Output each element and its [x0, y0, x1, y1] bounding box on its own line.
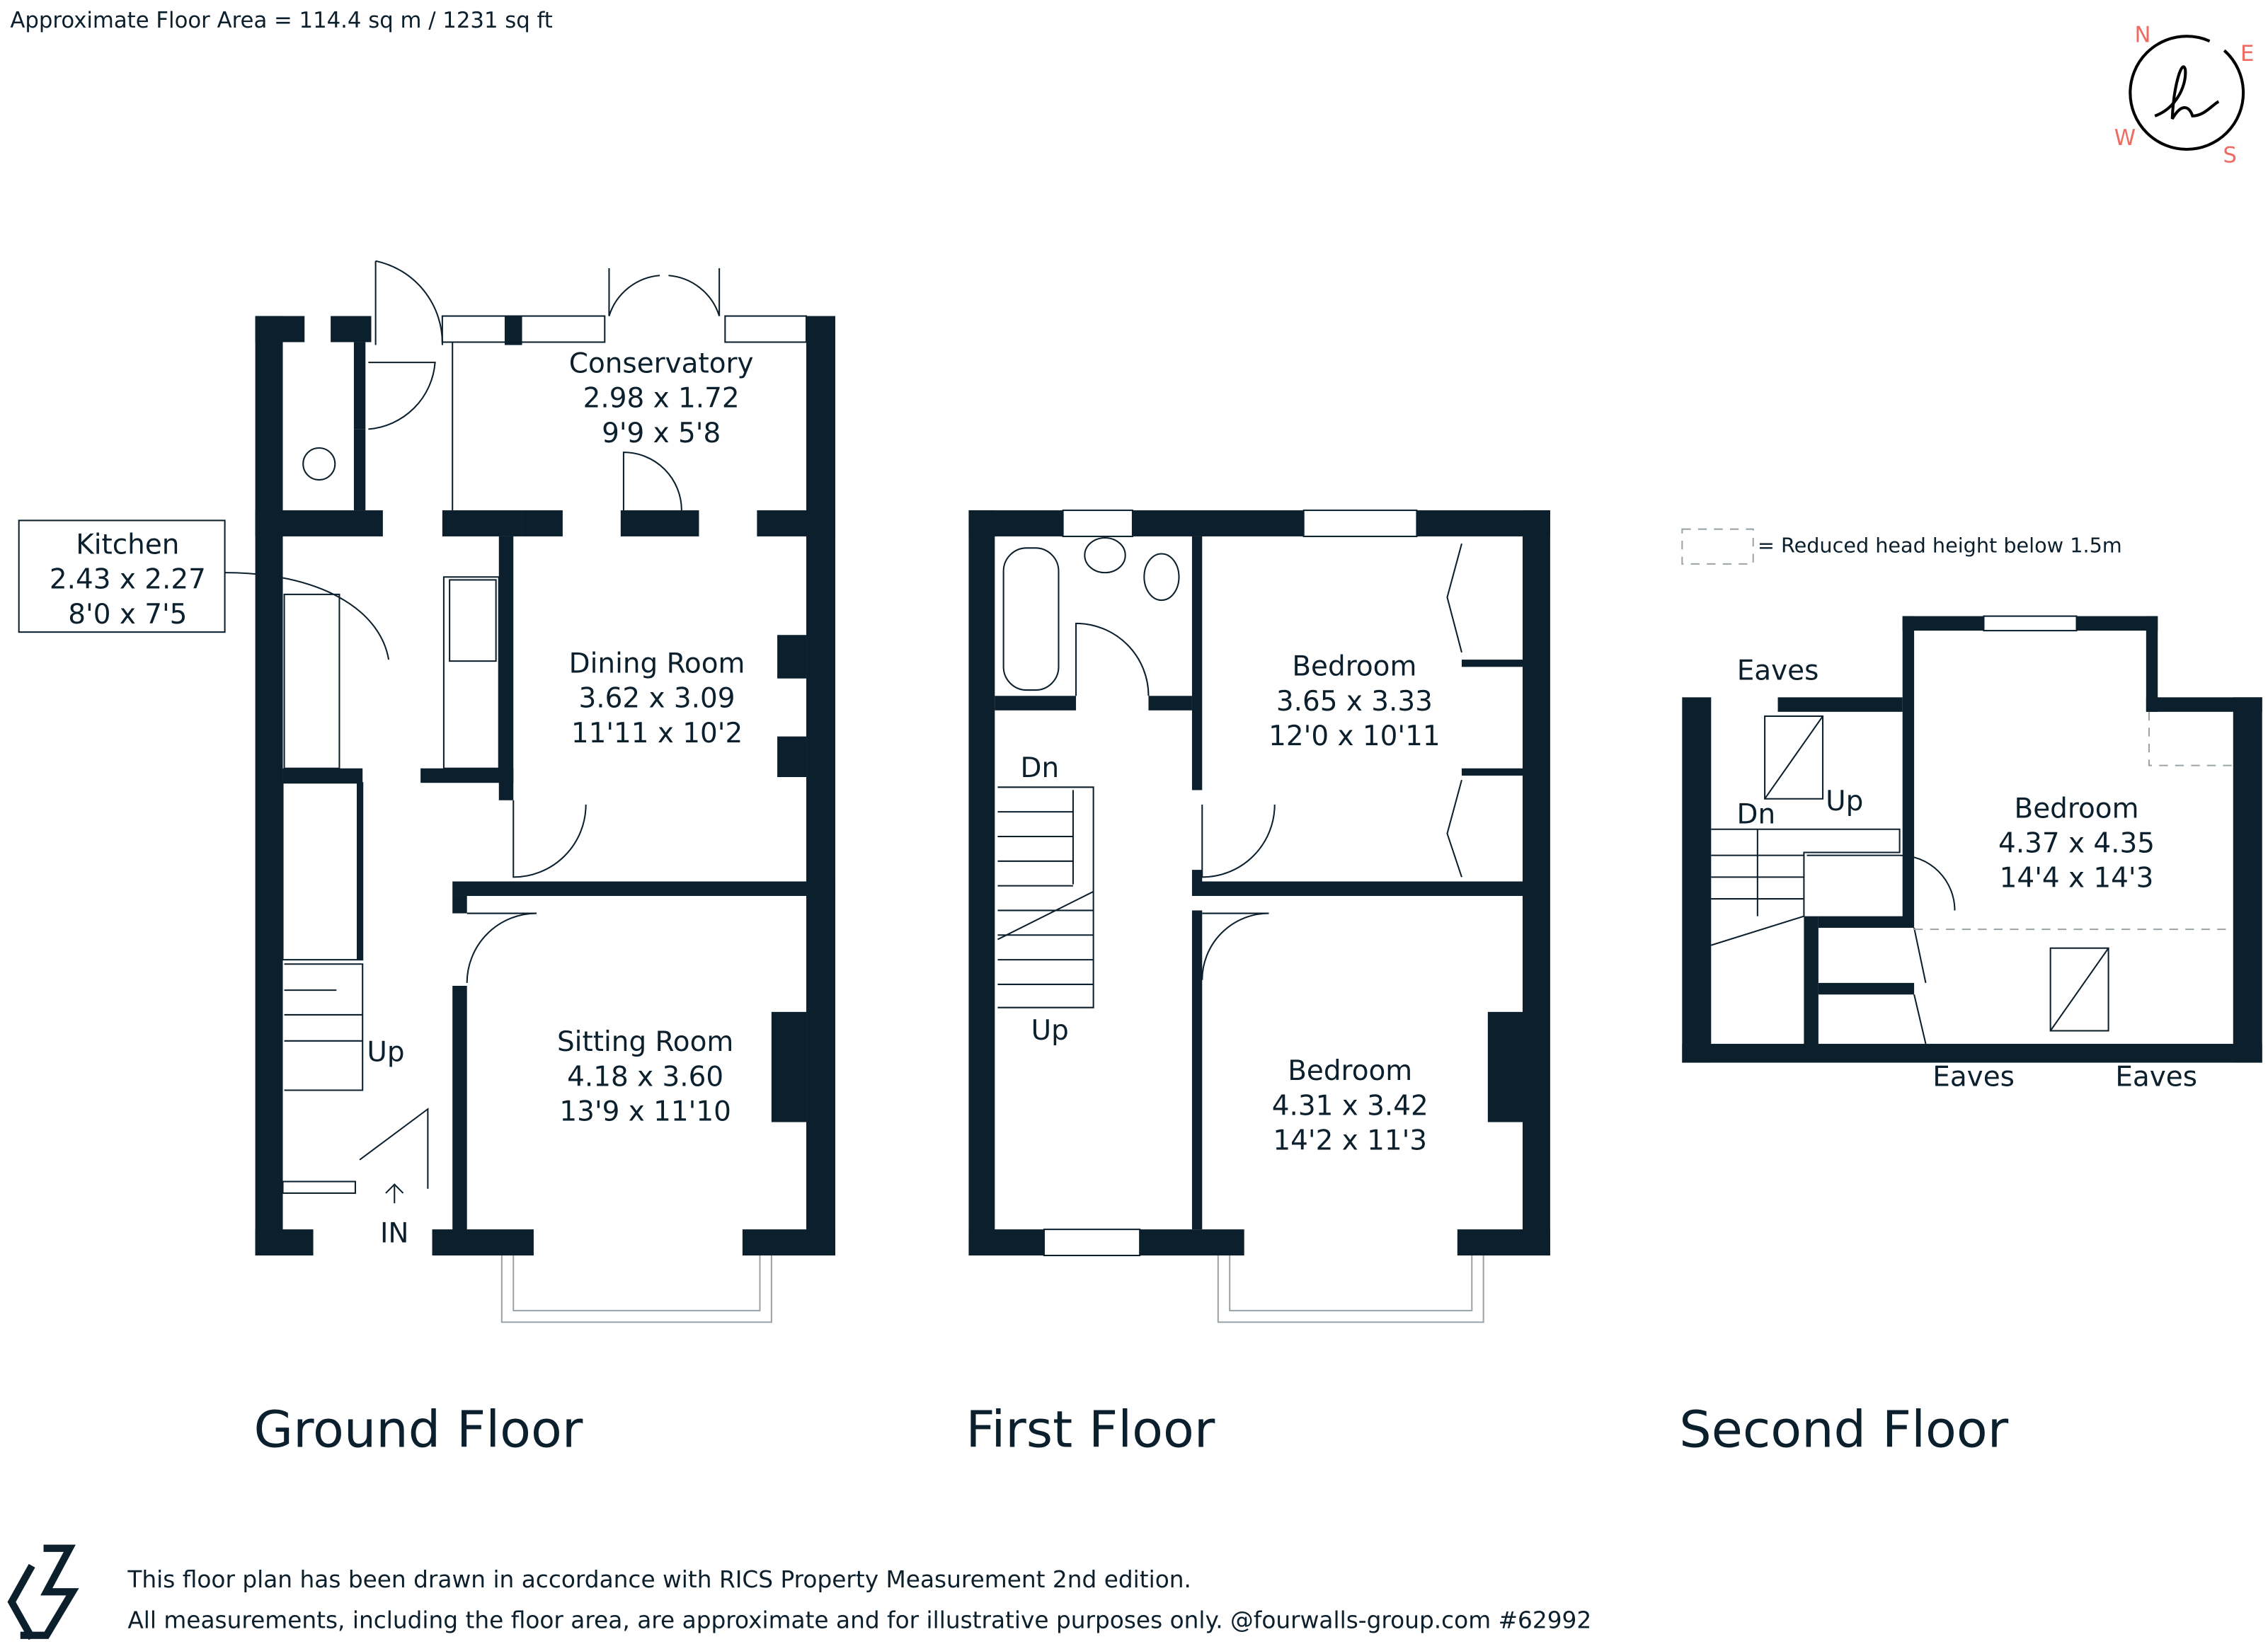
bedroom1-imperial: 12'0 x 10'11: [1268, 720, 1440, 752]
second-floor-title: Second Floor: [1679, 1399, 2008, 1459]
compass-e: E: [2240, 41, 2254, 67]
second-stairs-up: Up: [1826, 786, 1863, 817]
ground-floor-plan: [18, 260, 836, 1323]
bedroom1-name: Bedroom: [1292, 651, 1416, 683]
reduced-height-legend: = Reduced head height below 1.5m: [1758, 533, 2122, 557]
loft-bedroom-name: Bedroom: [2015, 793, 2139, 824]
compass-w: W: [2114, 125, 2136, 151]
first-stairs-up: Up: [1031, 1015, 1069, 1047]
dining-metric: 3.62 x 3.09: [579, 683, 735, 715]
bedroom2-imperial: 14'2 x 11'3: [1273, 1125, 1427, 1156]
conservatory-metric: 2.98 x 1.72: [583, 383, 740, 415]
conservatory-imperial: 9'9 x 5'8: [602, 418, 721, 449]
floor-area-label: Approximate Floor Area = 114.4 sq m / 12…: [10, 8, 552, 33]
sitting-imperial: 13'9 x 11'10: [559, 1096, 731, 1127]
footer-line-2: All measurements, including the floor ar…: [127, 1606, 1591, 1633]
reduced-height-legend-box: [1681, 528, 1754, 565]
signature-h-icon: [2154, 65, 2220, 120]
compass-logo: N E W S: [2114, 22, 2255, 168]
bedroom2-name: Bedroom: [1288, 1055, 1412, 1087]
kitchen-metric: 2.43 x 2.27: [50, 564, 206, 596]
dining-name: Dining Room: [569, 648, 745, 680]
kitchen-imperial: 8'0 x 7'5: [68, 599, 187, 631]
loft-bedroom-imperial: 14'4 x 14'3: [2000, 863, 2154, 895]
second-stairs-down: Dn: [1736, 799, 1775, 831]
compass-s: S: [2223, 142, 2237, 168]
first-floor-plan: [968, 510, 1550, 1323]
ground-floor-title: Ground Floor: [254, 1399, 583, 1459]
eaves-bottom-left-label: Eaves: [1932, 1061, 2015, 1093]
sitting-metric: 4.18 x 3.60: [567, 1061, 723, 1093]
entrance-label: IN: [380, 1218, 409, 1250]
first-stairs-down: Dn: [1021, 752, 1060, 784]
dining-imperial: 11'11 x 10'2: [571, 718, 743, 749]
eaves-top-label: Eaves: [1737, 655, 1819, 687]
compass-circle-icon: [2129, 35, 2245, 151]
kitchen-name: Kitchen: [76, 529, 179, 561]
loft-bedroom-metric: 4.37 x 4.35: [1998, 828, 2155, 860]
compass-n: N: [2134, 22, 2150, 47]
ground-stairs-up: Up: [367, 1037, 404, 1069]
conservatory-name: Conservatory: [569, 347, 754, 379]
second-floor-plan: [1682, 615, 2262, 1063]
bedroom1-metric: 3.65 x 3.33: [1276, 686, 1433, 718]
eaves-bottom-right-label: Eaves: [2115, 1061, 2197, 1093]
fourwalls-logo-icon: [7, 1544, 79, 1640]
first-floor-title: First Floor: [966, 1399, 1215, 1459]
sitting-name: Sitting Room: [557, 1026, 733, 1058]
footer-line-1: This floor plan has been drawn in accord…: [127, 1566, 1191, 1593]
kitchen-label-box: [18, 519, 226, 633]
bedroom2-metric: 4.31 x 3.42: [1272, 1090, 1428, 1122]
